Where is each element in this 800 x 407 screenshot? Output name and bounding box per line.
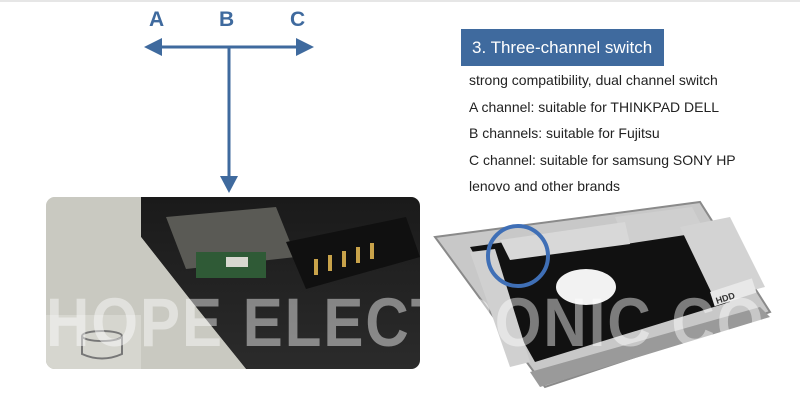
closeup-illustration — [46, 197, 420, 369]
highlight-circle — [486, 224, 550, 288]
feature-title: 3. Three-channel switch — [461, 29, 664, 66]
feature-line: lenovo and other brands — [469, 178, 620, 194]
feature-line: C channel: suitable for samsung SONY HP — [469, 151, 736, 168]
sata-connector — [286, 217, 420, 289]
top-divider — [0, 0, 800, 2]
channel-diagram: A B C — [0, 0, 420, 200]
feature-line: A channel: suitable for THINKPAD DELL — [469, 98, 720, 115]
feature-list: strong compatibility, dual channel switc… — [469, 71, 736, 204]
feature-line: B channels: suitable for Fujitsu — [469, 125, 660, 141]
arrow-diagram — [144, 38, 314, 193]
down-arrowhead — [220, 176, 238, 193]
label-c: C — [290, 8, 306, 31]
caddy-photo: HDD — [430, 192, 775, 402]
switch-closeup-photo — [46, 197, 420, 369]
watermark-text: HOPE ELECTRONIC CO.,LTD — [46, 283, 800, 362]
caddy-illustration: HDD — [433, 200, 772, 389]
label-a: A — [149, 8, 165, 31]
caddy-hole — [556, 269, 616, 305]
left-arrowhead — [144, 38, 162, 56]
channel-switch — [226, 257, 248, 267]
label-b: B — [219, 8, 235, 31]
right-arrowhead — [296, 38, 314, 56]
feature-line: strong compatibility, dual channel switc… — [469, 72, 718, 88]
